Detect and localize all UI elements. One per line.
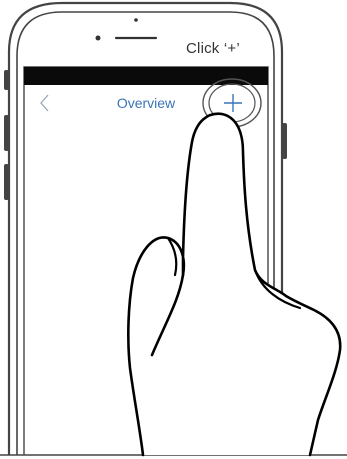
status-bar bbox=[24, 67, 268, 85]
instruction-label: Click ‘+’ bbox=[186, 40, 240, 57]
page-title: Overview bbox=[96, 95, 196, 111]
content-area bbox=[24, 122, 268, 452]
chevron-left-icon[interactable] bbox=[36, 91, 56, 115]
plus-icon[interactable] bbox=[218, 88, 248, 118]
earpiece-and-camera bbox=[90, 14, 170, 48]
